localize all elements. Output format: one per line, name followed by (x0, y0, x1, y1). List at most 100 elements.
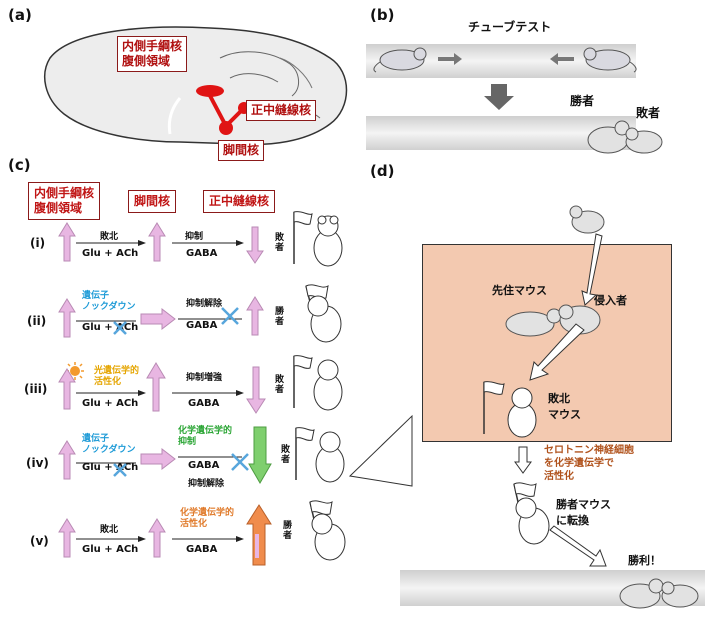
cross-icon (113, 463, 127, 477)
mouse-with-flag-icon (293, 211, 343, 267)
cross-icon (221, 307, 239, 325)
cross-icon (113, 321, 127, 335)
row-i-top1: 敗北 (100, 232, 119, 242)
loser-label: 敗者 (636, 106, 661, 120)
row-iv-below2: 抑制解除 (188, 479, 225, 489)
winner-label: 勝者 (570, 94, 595, 108)
intruder-label: 侵入者 (594, 294, 627, 307)
row-ii-top2: 抑制解除 (186, 299, 223, 309)
arrow-up-orange-icon (246, 504, 272, 566)
mice-fighting-icon (505, 304, 601, 337)
row-iii-bottom2: GABA (188, 398, 220, 409)
row-v-top2: 化学遺伝学的 活性化 (180, 508, 235, 529)
mouse-defeated-flag-icon (483, 381, 537, 438)
row-i-bottom2: GABA (186, 248, 218, 259)
row-iv-label: (iv) (26, 456, 49, 470)
row-i-top2: 抑制 (185, 232, 204, 242)
header-median-raphe: 正中縫線核 (203, 190, 276, 213)
row-iii-bottom1: Glu + ACh (82, 398, 139, 409)
row-i-result: 敗者 (273, 232, 283, 252)
label-interpeduncular: 脚間核 (218, 140, 265, 161)
victory-label: 勝利！ (628, 554, 661, 567)
arrow-up-icon (58, 518, 76, 558)
connector-line (76, 240, 146, 246)
row-iv-bottom1: Glu + ACh (82, 462, 139, 473)
arrow-up-icon (58, 298, 76, 338)
panel-a-label: (a) (8, 6, 32, 24)
row-ii-top1: 遺伝子 ノックダウン (82, 291, 136, 312)
mice-winner-loser-icon (587, 120, 663, 154)
row-ii-bottom1: Glu + ACh (82, 322, 139, 333)
brain-sagittal-illustration (43, 26, 348, 146)
converted-winner-label: 勝者マウス に転換 (556, 498, 611, 527)
connector-line (172, 536, 244, 542)
tube-test-title: チューブテスト (468, 20, 552, 34)
label-median-raphe: 正中縫線核 (246, 100, 317, 121)
mice-victory-icon (619, 578, 699, 609)
row-iii-label: (iii) (24, 382, 48, 396)
row-v-top1: 敗北 (100, 525, 119, 535)
connector-line (76, 320, 136, 322)
connector-line (172, 390, 244, 396)
mouse-with-flag-icon (305, 284, 342, 343)
row-iv-result: 敗者 (279, 444, 289, 464)
arrow-right-icon (438, 53, 462, 65)
row-iii-top1: 光遺伝学的 活性化 (94, 366, 140, 387)
mouse-with-flag-icon (295, 427, 345, 483)
row-v-label: (v) (30, 534, 49, 548)
connector-line (172, 240, 244, 246)
arrow-up-icon (148, 222, 166, 262)
row-ii-label: (ii) (27, 314, 47, 328)
defeated-mouse-label: 敗北 マウス (548, 392, 581, 421)
row-v-bottom2: GABA (186, 544, 218, 555)
panel-b-label: (b) (370, 6, 395, 24)
panel-c-label: (c) (8, 156, 31, 174)
zoom-connector (348, 414, 413, 487)
arrow-up-icon (246, 296, 264, 336)
mouse-with-flag-icon (293, 355, 343, 411)
arrow-right-fat-icon (140, 448, 176, 470)
row-iii-top2: 抑制増強 (186, 373, 223, 383)
arrow-victory-hollow-icon (549, 525, 607, 567)
mouse-right-icon (583, 47, 637, 73)
arrow-down-small-icon (514, 446, 532, 474)
arrow-down-hollow-icon (581, 233, 603, 306)
connector-line (76, 536, 146, 542)
row-iv-top2: 化学遺伝学的 抑制 (178, 426, 233, 447)
panel-d-label: (d) (370, 162, 395, 180)
connector-line (76, 390, 146, 396)
arrow-up-icon (58, 440, 76, 480)
mouse-winner-flag-icon (513, 482, 550, 545)
row-ii-result: 勝者 (273, 306, 283, 326)
arrow-up-big-icon (146, 362, 166, 412)
mouse-left-icon (373, 47, 427, 73)
row-i-label: (i) (30, 236, 46, 250)
resident-label: 先住マウス (492, 284, 547, 297)
connector-line (178, 456, 242, 458)
row-v-bottom1: Glu + ACh (82, 544, 139, 555)
row-i-bottom1: Glu + ACh (82, 248, 139, 259)
arrow-up-icon (148, 518, 166, 558)
arrow-up-icon (58, 222, 76, 262)
arrow-down-green-icon (248, 426, 272, 484)
mouse-with-flag-icon (309, 500, 346, 561)
row-iv-bottom2: GABA (188, 460, 220, 471)
header-interpeduncular: 脚間核 (128, 190, 177, 213)
arrow-left-icon (550, 53, 574, 65)
header-habenula: 内側手綱核 腹側領域 (28, 182, 101, 220)
row-v-result: 勝者 (281, 520, 291, 540)
label-habenula-ventral: 内側手綱核 腹側領域 (117, 36, 188, 72)
arrow-diag-hollow-icon (529, 323, 585, 381)
serotonin-activation-label: セロトニン神経細胞 を化学遺伝学で 活性化 (544, 445, 634, 482)
arrow-down-icon (484, 84, 514, 110)
row-ii-bottom2: GABA (186, 320, 218, 331)
row-iv-top1: 遺伝子 ノックダウン (82, 434, 136, 455)
mouse-intruder-top-icon (569, 205, 605, 234)
arrow-down-big-icon (246, 366, 266, 414)
home-cage (422, 244, 672, 442)
arrow-right-fat-icon (140, 308, 176, 330)
arrow-up-icon (58, 368, 76, 410)
row-iii-result: 敗者 (273, 374, 283, 394)
cross-icon (231, 453, 249, 471)
connector-line (76, 462, 136, 464)
